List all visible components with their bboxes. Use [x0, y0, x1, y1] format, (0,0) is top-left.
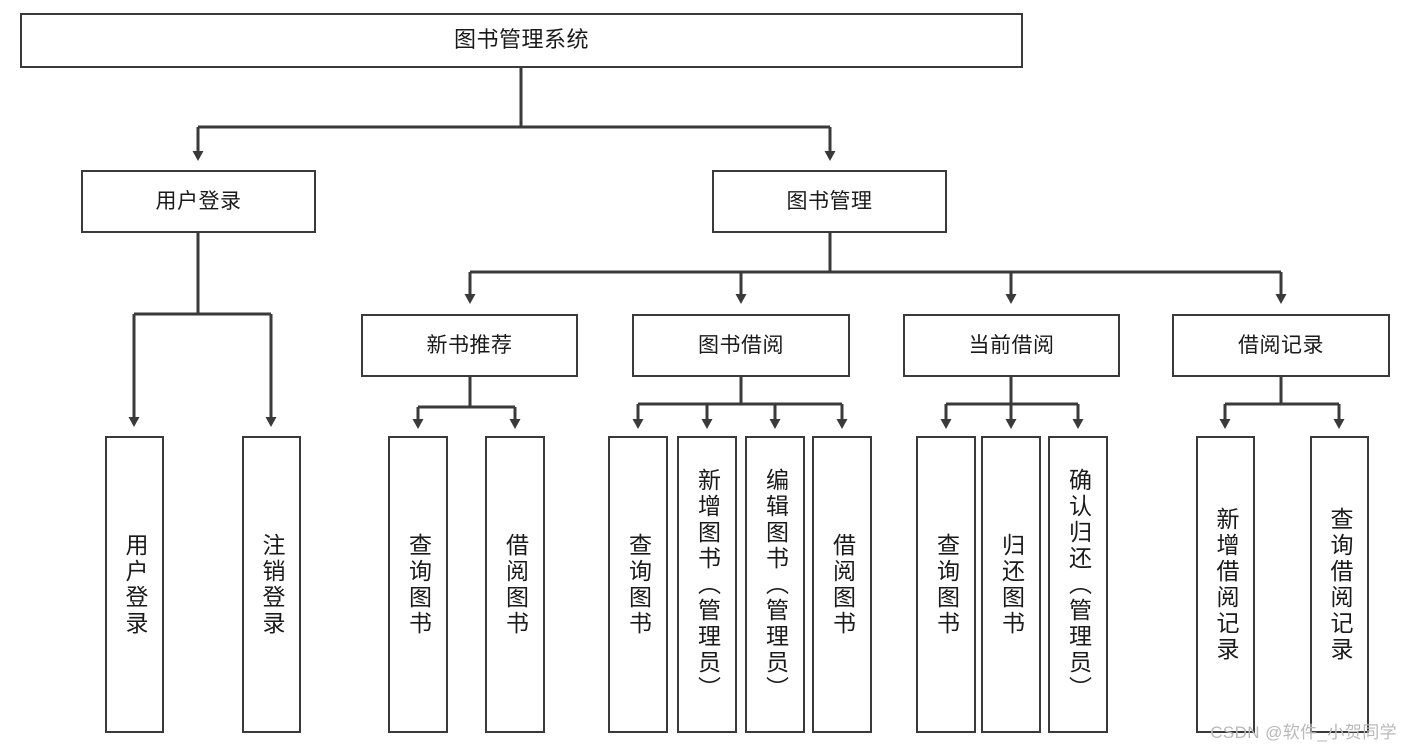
leaf-add-book[interactable]: 新增图书（管理员） — [677, 436, 737, 733]
leaf-query-book-1-label: 查询图书 — [405, 532, 432, 637]
leaf-borrow-book-2[interactable]: 借阅图书 — [812, 436, 872, 733]
leaf-query-book-3-label: 查询图书 — [933, 532, 960, 637]
leaf-query-book-1[interactable]: 查询图书 — [388, 436, 448, 733]
node-current-borrow-label: 当前借阅 — [968, 333, 1055, 357]
leaf-confirm-return-label: 确认归还（管理员） — [1065, 467, 1092, 702]
leaf-confirm-return[interactable]: 确认归还（管理员） — [1048, 436, 1108, 733]
node-new-book-recommend-label: 新书推荐 — [426, 333, 513, 357]
node-user-login[interactable]: 用户登录 — [81, 170, 316, 233]
leaf-user-login-label: 用户登录 — [122, 532, 148, 637]
leaf-borrow-book-1[interactable]: 借阅图书 — [485, 436, 545, 733]
leaf-logout[interactable]: 注销登录 — [242, 436, 301, 733]
leaf-borrow-book-1-label: 借阅图书 — [502, 532, 529, 637]
leaf-borrow-book-2-label: 借阅图书 — [829, 532, 856, 637]
node-user-login-label: 用户登录 — [155, 189, 242, 213]
node-current-borrow[interactable]: 当前借阅 — [903, 314, 1120, 377]
watermark: CSDN @软件_小贺同学 — [1210, 723, 1397, 742]
leaf-edit-book-label: 编辑图书（管理员） — [762, 467, 789, 702]
leaf-edit-book[interactable]: 编辑图书（管理员） — [745, 436, 805, 733]
node-borrow-record[interactable]: 借阅记录 — [1172, 314, 1390, 377]
leaf-query-book-2[interactable]: 查询图书 — [608, 436, 668, 733]
leaf-query-record[interactable]: 查询借阅记录 — [1310, 436, 1369, 733]
leaf-query-book-3[interactable]: 查询图书 — [916, 436, 976, 733]
node-book-borrow-label: 图书借阅 — [698, 333, 784, 357]
node-root-label: 图书管理系统 — [453, 27, 589, 53]
node-book-manage-label: 图书管理 — [786, 189, 873, 213]
leaf-add-record-label: 新增借阅记录 — [1213, 506, 1239, 663]
leaf-add-book-label: 新增图书（管理员） — [694, 467, 721, 702]
leaf-return-book-label: 归还图书 — [998, 532, 1025, 637]
node-new-book-recommend[interactable]: 新书推荐 — [361, 314, 578, 377]
leaf-logout-label: 注销登录 — [259, 532, 285, 637]
node-borrow-record-label: 借阅记录 — [1238, 333, 1324, 357]
leaf-add-record[interactable]: 新增借阅记录 — [1196, 436, 1255, 733]
leaf-return-book[interactable]: 归还图书 — [981, 436, 1041, 733]
node-book-manage[interactable]: 图书管理 — [712, 170, 947, 233]
leaf-user-login[interactable]: 用户登录 — [105, 436, 164, 733]
leaf-query-record-label: 查询借阅记录 — [1327, 506, 1353, 663]
node-book-borrow[interactable]: 图书借阅 — [632, 314, 850, 377]
node-root[interactable]: 图书管理系统 — [20, 13, 1023, 68]
leaf-query-book-2-label: 查询图书 — [625, 532, 652, 637]
